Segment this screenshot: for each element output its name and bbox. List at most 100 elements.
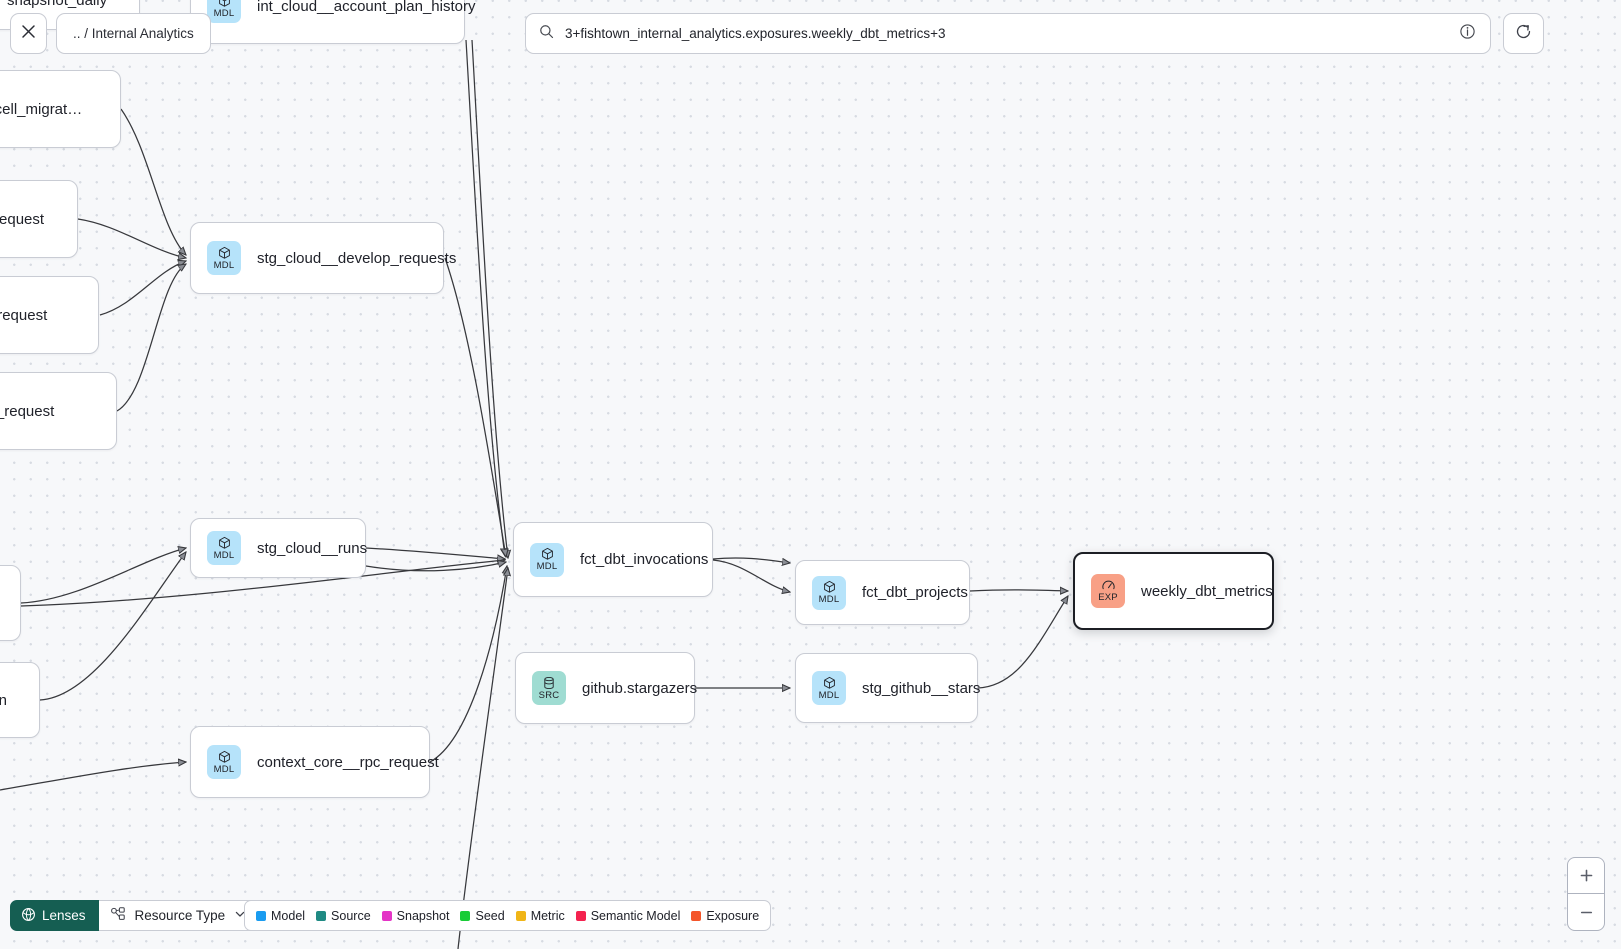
badge-text: EXP <box>1098 592 1118 604</box>
edge-int_cloud__account_plan_history-to-fct_dbt_invocations <box>465 39 505 556</box>
graph-node-left_node_run[interactable]: MDL_run <box>0 662 40 738</box>
resource-type-label: Resource Type <box>134 908 226 923</box>
node-label: int_cloud__account_plan_history <box>257 0 476 15</box>
edge-left_node_run-to-stg_cloud__runs <box>39 552 186 701</box>
search-icon <box>539 24 554 44</box>
graph-node-left_node_n[interactable]: MDLn <box>0 565 21 641</box>
breadcrumb-label: .. / Internal Analytics <box>73 26 194 41</box>
node-label: _develop_request <box>0 402 55 420</box>
legend-label: Metric <box>530 908 565 923</box>
mdl-badge-icon: MDL <box>812 671 846 705</box>
legend-label: Source <box>331 908 371 923</box>
lenses-label: Lenses <box>42 908 86 923</box>
legend-item-seed[interactable]: Seed <box>460 908 505 923</box>
node-label: snapshot_daily <box>7 0 108 9</box>
badge-text: MDL <box>818 594 840 606</box>
edge-context_core__rpc_request-to-fct_dbt_invocations <box>429 566 507 763</box>
edge-fct_dbt_invocations_b-to-fct_dbt_projects <box>712 557 790 563</box>
edge-int_cloud__account_plan_history_b-to-fct_dbt_invocations <box>471 39 508 558</box>
resource-type-dropdown[interactable]: Resource Type <box>98 900 260 931</box>
edge-left_node_n-to-stg_cloud__runs <box>20 548 186 604</box>
mdl-badge-icon: MDL <box>530 542 564 577</box>
zoom-in-button[interactable] <box>1568 858 1604 894</box>
graph-node-multicell_migration[interactable]: MDLmulticell_migrat… <box>0 70 121 148</box>
graph-node-develop_request_b[interactable]: MDLvelop_request <box>0 276 99 354</box>
legend-item-semantic-model[interactable]: Semantic Model <box>575 908 681 923</box>
legend-swatch <box>381 910 392 921</box>
edge-develop_request_b-to-stg_cloud__develop_requests <box>99 261 186 316</box>
badge-text: MDL <box>213 7 235 19</box>
edge-left_bottom-to-context_core__rpc_request <box>0 762 186 791</box>
node-label: op_request <box>0 210 45 228</box>
zoom-out-button[interactable] <box>1568 894 1604 930</box>
refresh-button[interactable] <box>1503 13 1544 54</box>
edge-fct_dbt_invocations-to-fct_dbt_projects <box>712 559 790 592</box>
mdl-badge-icon: MDL <box>207 0 241 23</box>
legend-item-exposure[interactable]: Exposure <box>691 909 759 923</box>
breadcrumb[interactable]: .. / Internal Analytics <box>56 13 211 54</box>
zoom-controls <box>1567 857 1605 931</box>
legend-item-snapshot[interactable]: Snapshot <box>381 909 449 923</box>
legend-label: Model <box>271 908 306 923</box>
legend-label: Seed <box>475 908 505 923</box>
info-icon[interactable] <box>1459 23 1476 45</box>
legend-item-metric[interactable]: Metric <box>515 908 565 923</box>
node-label: velop_request <box>0 306 48 324</box>
graph-node-fct_dbt_projects[interactable]: MDL fct_dbt_projects <box>795 560 970 625</box>
node-label: stg_cloud__develop_requests <box>257 249 457 267</box>
node-label: fct_dbt_invocations <box>580 551 709 568</box>
badge-text: MDL <box>213 763 235 775</box>
edge-stg_github__stars-to-weekly_dbt_metrics <box>977 596 1068 689</box>
node-label: fct_dbt_projects <box>862 584 968 601</box>
legend-swatch <box>515 910 526 921</box>
badge-text: MDL <box>213 259 235 271</box>
close-icon <box>20 23 37 45</box>
node-label: stg_github__stars <box>862 679 981 697</box>
graph-node-int_cloud__account_plan_history[interactable]: MDL int_cloud__account_plan_history <box>190 0 476 44</box>
legend-swatch <box>316 910 327 921</box>
node-label: github.stargazers <box>582 679 698 697</box>
edge-stg_cloud__runs_b-to-fct_dbt_invocations <box>365 562 506 572</box>
legend-swatch <box>460 910 471 921</box>
src-badge-icon: SRC <box>532 671 566 705</box>
badge-text: MDL <box>536 561 558 573</box>
mdl-badge-icon: MDL <box>207 241 241 275</box>
legend-item-model[interactable]: Model <box>256 909 305 923</box>
legend-label: Semantic Model <box>590 908 681 923</box>
lenses-button[interactable]: Lenses <box>10 900 99 931</box>
node-label: weekly_dbt_metrics <box>1141 582 1273 600</box>
mdl-badge-icon: MDL <box>812 575 846 610</box>
graph-node-develop_request_c[interactable]: MDL_develop_request <box>0 372 117 450</box>
chevron-down-icon <box>234 908 246 923</box>
edge-fct_dbt_projects-to-weekly_dbt_metrics <box>969 590 1068 591</box>
lenses-toolbar: Lenses Resource Type <box>10 900 260 931</box>
refresh-icon <box>1514 22 1533 46</box>
graph-node-fct_dbt_invocations[interactable]: MDL fct_dbt_invocations <box>513 522 713 597</box>
mdl-badge-icon: MDL <box>207 531 241 565</box>
search-input[interactable] <box>563 25 1459 42</box>
graph-node-stg_github__stars[interactable]: MDL stg_github__stars <box>795 653 981 723</box>
edge-stg_cloud__runs-to-fct_dbt_invocations <box>365 547 505 559</box>
node-graph-icon <box>110 906 126 925</box>
edge-develop_request_c-to-stg_cloud__develop_requests <box>116 264 186 412</box>
close-button[interactable] <box>10 13 47 54</box>
edge-context_core_tail-to-fct_dbt_invocations <box>457 568 508 949</box>
graph-node-weekly_dbt_metrics[interactable]: EXP weekly_dbt_metrics <box>1073 552 1274 630</box>
node-label: _run <box>0 691 8 709</box>
search-bar[interactable] <box>525 13 1491 54</box>
graph-node-stg_cloud__develop_requests[interactable]: MDL stg_cloud__develop_requests <box>190 222 456 294</box>
lens-icon <box>21 907 36 925</box>
node-label: multicell_migrat… <box>0 100 83 118</box>
graph-node-develop_request_a[interactable]: MDLop_request <box>0 180 78 258</box>
resource-type-legend: Model Source Snapshot Seed Metric Semantic Mo… <box>244 900 772 931</box>
graph-node-github.stargazers[interactable]: SRC github.stargazers <box>515 652 698 724</box>
edge-stg_cloud__develop_requests-to-fct_dbt_invocations <box>444 257 506 557</box>
badge-text: SRC <box>538 689 560 701</box>
legend-swatch <box>691 910 702 921</box>
mdl-badge-icon: MDL <box>207 745 241 779</box>
legend-item-source[interactable]: Source <box>316 909 371 923</box>
